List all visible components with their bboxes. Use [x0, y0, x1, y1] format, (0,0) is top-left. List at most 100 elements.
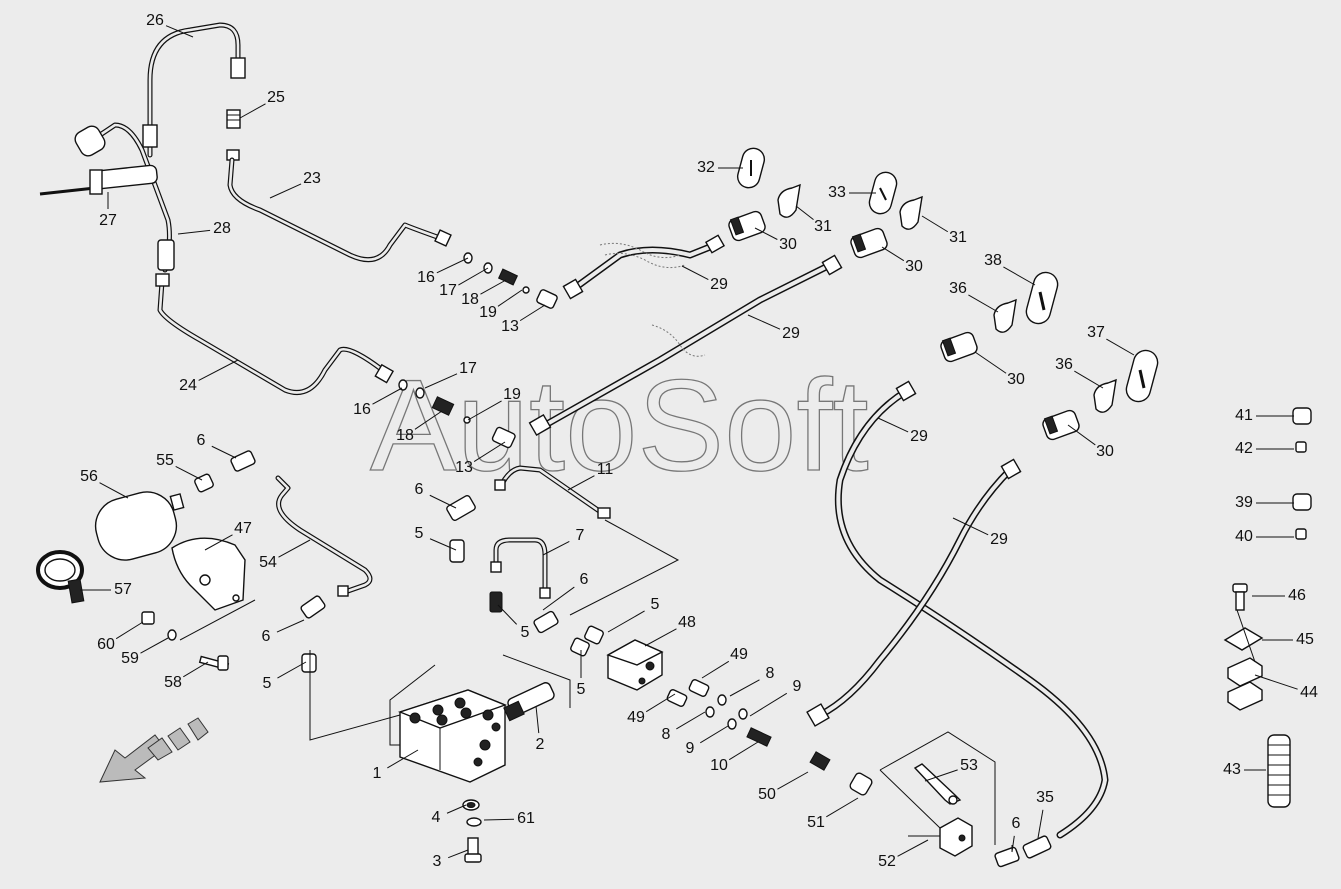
bolt-3: [464, 837, 482, 863]
callout-c59: 59: [121, 637, 169, 667]
tag-38: [1025, 271, 1059, 325]
callout-label: 28: [213, 220, 231, 237]
washer-4: [462, 799, 480, 811]
adapter-25: [226, 109, 241, 161]
callout-label: 1: [373, 765, 382, 782]
coupler-30d: [1042, 409, 1080, 441]
callout-c50: 50: [758, 771, 809, 803]
clamp-half-44a: [1227, 657, 1263, 687]
valve-block-1: [397, 689, 507, 783]
callout-leader: [448, 849, 469, 859]
callout-c51: 51: [807, 797, 859, 831]
callout-c42: 42: [1235, 440, 1294, 457]
adapter-35: [1022, 835, 1052, 859]
callout-label: 58: [164, 674, 182, 691]
sleeve-43: [1267, 734, 1291, 808]
callout-label: 47: [234, 520, 252, 537]
callout-leader: [607, 610, 645, 633]
callout-leader: [115, 621, 144, 640]
elbow-10: [746, 727, 772, 747]
callout-label: 13: [455, 459, 473, 476]
callout-leader: [747, 314, 781, 330]
callout-leader: [645, 693, 676, 713]
callout-label: 38: [984, 252, 1002, 269]
bolt-58: [198, 655, 230, 671]
callout-c40: 40: [1235, 528, 1294, 545]
callout-label: 53: [960, 757, 978, 774]
fitting-5-lower: [570, 637, 590, 657]
callout-c47: 47: [204, 520, 252, 551]
callout-c45: 45: [1262, 631, 1314, 648]
callout-leader: [239, 103, 266, 119]
fitting-5-mid: [489, 591, 503, 613]
callout-label: 6: [262, 628, 271, 645]
callout-label: 19: [503, 386, 521, 403]
callout-leader: [881, 246, 905, 262]
callout-c30d: 30: [1067, 424, 1114, 460]
fitting-set-lower: [398, 379, 516, 449]
callout-label: 29: [782, 325, 800, 342]
callout-leader: [968, 294, 999, 313]
adapter-55: [194, 473, 214, 493]
callout-c17a: 17: [439, 267, 489, 299]
callout-label: 30: [1007, 371, 1025, 388]
callout-label: 19: [479, 304, 497, 321]
adapter-50: [809, 751, 831, 771]
callout-c11: 11: [567, 461, 613, 491]
nut-60: [141, 611, 155, 625]
callout-label: 16: [353, 401, 371, 418]
callout-leader: [542, 541, 570, 556]
callout-leader: [535, 705, 540, 734]
callout-c4: 4: [432, 804, 467, 826]
callout-c6b: 6: [415, 481, 457, 509]
bolt-46: [1232, 583, 1248, 611]
callout-c16a: 16: [417, 257, 469, 286]
pipe-54: [275, 475, 373, 597]
callout-leader: [1074, 370, 1104, 389]
fitting-set-upper: [463, 252, 558, 309]
callout-c31a: 31: [795, 205, 832, 235]
callout-c52: 52: [878, 839, 929, 870]
callout-label: 24: [179, 377, 197, 394]
valve-block-48: [606, 639, 664, 691]
callout-leader: [429, 494, 457, 509]
clamp-57: [36, 550, 85, 604]
callout-c1: 1: [373, 749, 419, 782]
callout-label: 31: [814, 218, 832, 235]
elbow-6-right: [533, 610, 559, 634]
callout-leader: [729, 679, 760, 697]
callout-c32: 32: [697, 159, 743, 176]
callout-c3: 3: [433, 849, 469, 870]
callout-c29d: 29: [952, 517, 1008, 548]
callout-c27: 27: [99, 192, 117, 229]
callout-c39: 39: [1235, 494, 1294, 511]
callout-label: 46: [1288, 587, 1306, 604]
callout-c29c: 29: [877, 417, 928, 445]
callout-c41: 41: [1235, 407, 1294, 424]
callout-leader: [387, 749, 419, 769]
callout-label: 2: [536, 736, 545, 753]
callout-label: 36: [949, 280, 967, 297]
nut-26b: [142, 124, 158, 148]
washer-9a: [738, 708, 748, 720]
callout-leader: [473, 441, 506, 462]
callout-leader: [458, 267, 489, 286]
callout-c28: 28: [177, 220, 231, 237]
callout-label: 8: [766, 665, 775, 682]
callout-c35: 35: [1036, 789, 1054, 839]
callout-label: 29: [910, 428, 928, 445]
callout-c5e: 5: [577, 650, 586, 698]
nut-26a: [230, 57, 246, 79]
clamp-half-44b: [1227, 681, 1263, 711]
callout-c57: 57: [80, 581, 132, 598]
callout-c8a: 8: [729, 665, 775, 697]
callout-leader: [681, 265, 709, 280]
callout-c30a: 30: [754, 227, 797, 253]
callout-leader: [198, 359, 239, 381]
direction-arrow: [99, 717, 209, 783]
callout-c5b: 5: [607, 596, 660, 633]
watermark: AutoSoft: [370, 352, 869, 498]
callout-label: 56: [80, 468, 98, 485]
callout-label: 6: [580, 571, 589, 588]
